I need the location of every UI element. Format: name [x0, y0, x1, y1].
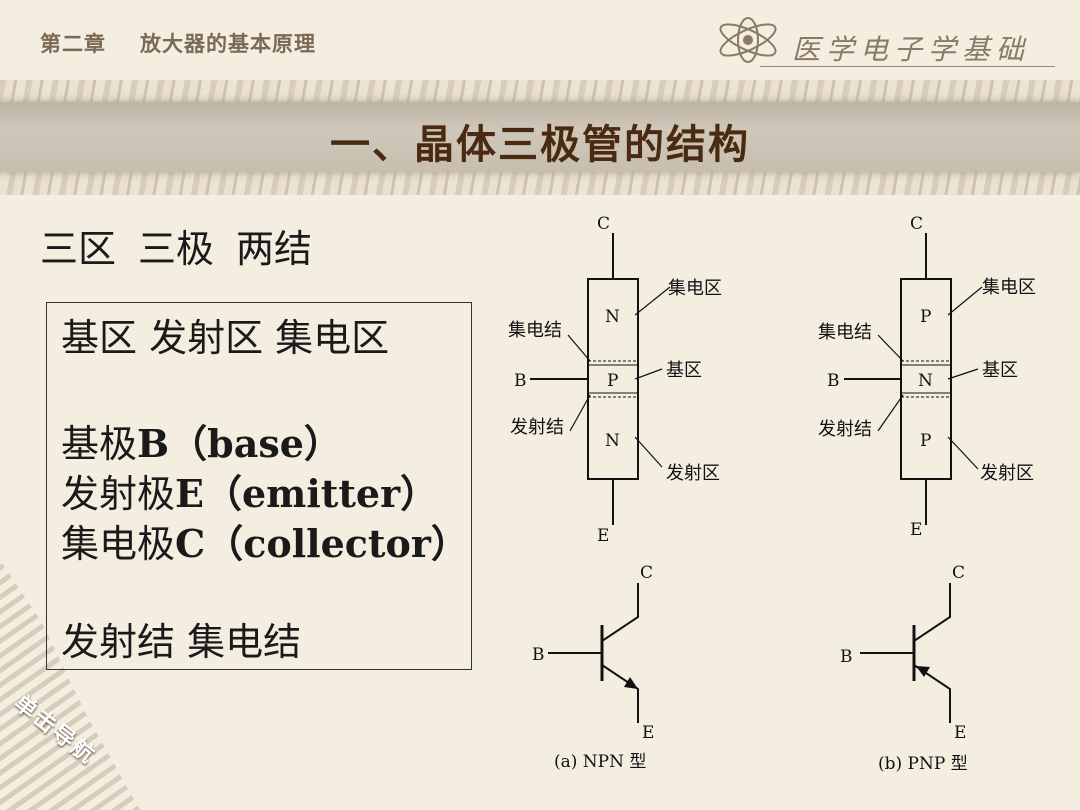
collector-cn: 集电极: [61, 522, 176, 566]
npn-symbol-emitter: [601, 664, 639, 723]
npn-collector-region: 集电区: [668, 278, 722, 299]
npn-symbol-b: B: [532, 645, 545, 665]
atom-icon: [719, 17, 777, 63]
pnp-emitter-arrow: [916, 666, 930, 677]
transistor-diagram: C B E N P N 集电区 集电结 基区 发射结 发射区 C B E P N…: [490, 205, 1080, 795]
pnp-layer-mid: N: [918, 371, 933, 391]
npn-emitter-arrow: [624, 677, 638, 689]
pnp-emitter-region: 发射区: [980, 463, 1034, 484]
transistor-structure-svg: C B E N P N 集电区 集电结 基区 发射结 发射区 C B E P N…: [508, 214, 1036, 774]
chapter-title: 放大器的基本原理: [140, 32, 316, 56]
collector-en: （collector）: [205, 521, 469, 566]
pnp-collector-region: 集电区: [982, 277, 1036, 298]
pnp-base-region: 基区: [982, 360, 1018, 381]
npn-layer-top: N: [605, 307, 620, 327]
chapter-number: 第二章: [40, 32, 106, 56]
npn-layer-mid: P: [607, 371, 618, 391]
npn-symbol-collector: [601, 583, 639, 642]
npn-label-b: B: [514, 371, 527, 391]
npn-emitter-junction: 发射结: [510, 417, 564, 438]
base-line: 基极B（base）: [61, 413, 342, 468]
header-divider: [760, 66, 1055, 67]
emitter-line: 发射极E（emitter）: [61, 463, 438, 518]
regions-line: 基区 发射区 集电区: [61, 316, 390, 360]
npn-symbol-e: E: [642, 723, 654, 743]
chapter-header: 第二章 放大器的基本原理: [40, 28, 350, 58]
subtitle: 三区三极两结: [40, 218, 334, 273]
subtitle-item: 三极: [138, 227, 215, 271]
slide-title: 一、晶体三极管的结构: [330, 122, 750, 168]
pnp-emitter-junction: 发射结: [818, 419, 872, 440]
pnp-layer-top: P: [920, 307, 931, 327]
pnp-symbol-emitter: [913, 664, 951, 723]
emitter-cn: 发射极: [61, 472, 176, 516]
base-cn: 基极: [61, 422, 138, 466]
pnp-caption: (b) PNP 型: [878, 754, 968, 774]
title-band-inner: [0, 102, 1080, 172]
base-en: （base）: [169, 421, 342, 466]
emitter-en: （emitter）: [203, 471, 439, 516]
emitter-letter: E: [175, 471, 204, 516]
collector-line: 集电极C（collector）: [61, 513, 469, 568]
collector-letter: C: [175, 521, 206, 566]
brand-logo: 医学电子学基础: [710, 10, 1050, 70]
pnp-symbol-e: E: [954, 723, 966, 743]
title-band: [0, 80, 1080, 195]
pnp-symbol-b: B: [840, 647, 853, 667]
pnp-symbol-c: C: [952, 563, 965, 583]
subtitle-item: 三区: [40, 227, 117, 271]
npn-caption: (a) NPN 型: [554, 752, 646, 772]
npn-symbol-c: C: [640, 563, 653, 583]
npn-emitter-region: 发射区: [666, 463, 720, 484]
junctions-line: 发射结 集电结: [61, 620, 302, 664]
terminology-box: 基区 发射区 集电区 基极B（base） 发射极E（emitter） 集电极C（…: [46, 302, 472, 670]
pnp-symbol-collector: [913, 583, 951, 642]
pnp-label-b: B: [827, 371, 840, 391]
npn-label-e: E: [597, 526, 609, 546]
npn-collector-junction: 集电结: [508, 320, 562, 341]
base-letter: B: [137, 421, 170, 466]
pnp-layer-bottom: P: [920, 431, 931, 451]
pnp-label-e: E: [910, 520, 922, 540]
npn-base-region: 基区: [666, 360, 702, 381]
pnp-collector-junction: 集电结: [818, 322, 872, 343]
npn-layer-bottom: N: [605, 431, 620, 451]
pnp-label-c: C: [910, 214, 923, 234]
npn-label-c: C: [597, 214, 610, 234]
brand-text: 医学电子学基础: [792, 33, 1031, 66]
subtitle-item: 两结: [236, 227, 313, 271]
